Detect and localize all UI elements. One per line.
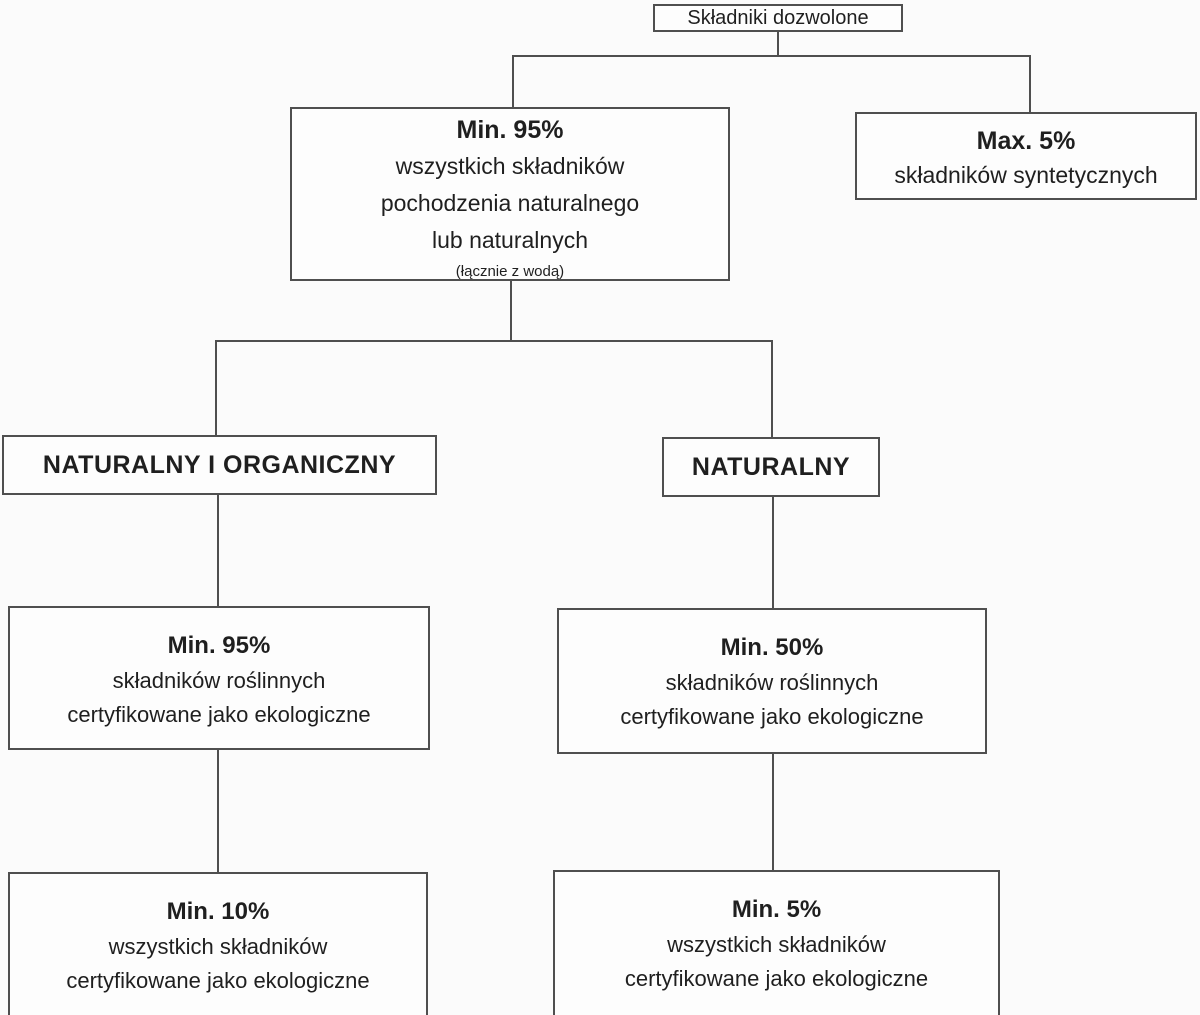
node-natural-origin: Min. 95% wszystkich składników pochodzen… [290,107,730,281]
node-natural-plant-title: Min. 50% [720,634,824,661]
node-natural-organic: NATURALNY I ORGANICZNY [2,435,437,495]
connector-mid-horizontal [215,340,773,342]
connector-natural-stub [510,281,512,342]
node-root-label: Składniki dozwolone [687,6,869,29]
node-natural-all-line2: certyfikowane jako ekologiczne [624,966,929,991]
node-natural-all-line1: wszystkich składników [667,932,886,957]
node-synthetic: Max. 5% składników syntetycznych [855,112,1197,200]
node-natural-plant-line1: składników roślinnych [665,670,879,695]
node-synthetic-line1: składników syntetycznych [894,162,1158,188]
node-natural-plant-line2: certyfikowane jako ekologiczne [620,704,924,729]
node-organic-plant-line1: składników roślinnych [112,668,326,693]
node-natural: NATURALNY [662,437,880,497]
connector-natural-drop-1 [772,497,774,610]
node-natural-origin-line3: lub naturalnych [432,227,588,253]
connector-mid-left-drop [215,340,217,437]
connector-mid-right-drop [771,340,773,439]
connector-organic-drop-1 [217,495,219,608]
node-root: Składniki dozwolone [653,4,903,32]
node-natural-organic-label: NATURALNY I ORGANICZNY [42,450,397,479]
node-natural-all-title: Min. 5% [731,896,822,923]
node-organic-all: Min. 10% wszystkich składników certyfiko… [8,872,428,1015]
node-natural-all: Min. 5% wszystkich składników certyfikow… [553,870,1000,1015]
node-natural-origin-line2: pochodzenia naturalnego [380,190,640,216]
node-organic-all-title: Min. 10% [166,898,270,925]
connector-natural-drop-2 [772,752,774,872]
connector-top-right-drop [1029,55,1031,114]
node-organic-plant-line2: certyfikowane jako ekologiczne [67,702,371,727]
node-organic-plant: Min. 95% składników roślinnych certyfiko… [8,606,430,750]
node-organic-all-line2: certyfikowane jako ekologiczne [66,968,370,993]
node-natural-origin-line1: wszystkich składników [395,153,625,179]
node-natural-origin-title: Min. 95% [456,116,564,144]
node-natural-plant: Min. 50% składników roślinnych certyfiko… [557,608,987,754]
connector-root-stub [777,32,779,57]
node-natural-label: NATURALNY [691,452,851,481]
connector-organic-drop-2 [217,750,219,874]
node-natural-origin-note: (łącznie z wodą) [455,263,565,280]
node-synthetic-title: Max. 5% [976,127,1076,155]
node-organic-plant-title: Min. 95% [167,632,271,659]
node-organic-all-line1: wszystkich składników [108,934,328,959]
connector-top-left-drop [512,55,514,109]
connector-top-horizontal [512,55,1031,57]
